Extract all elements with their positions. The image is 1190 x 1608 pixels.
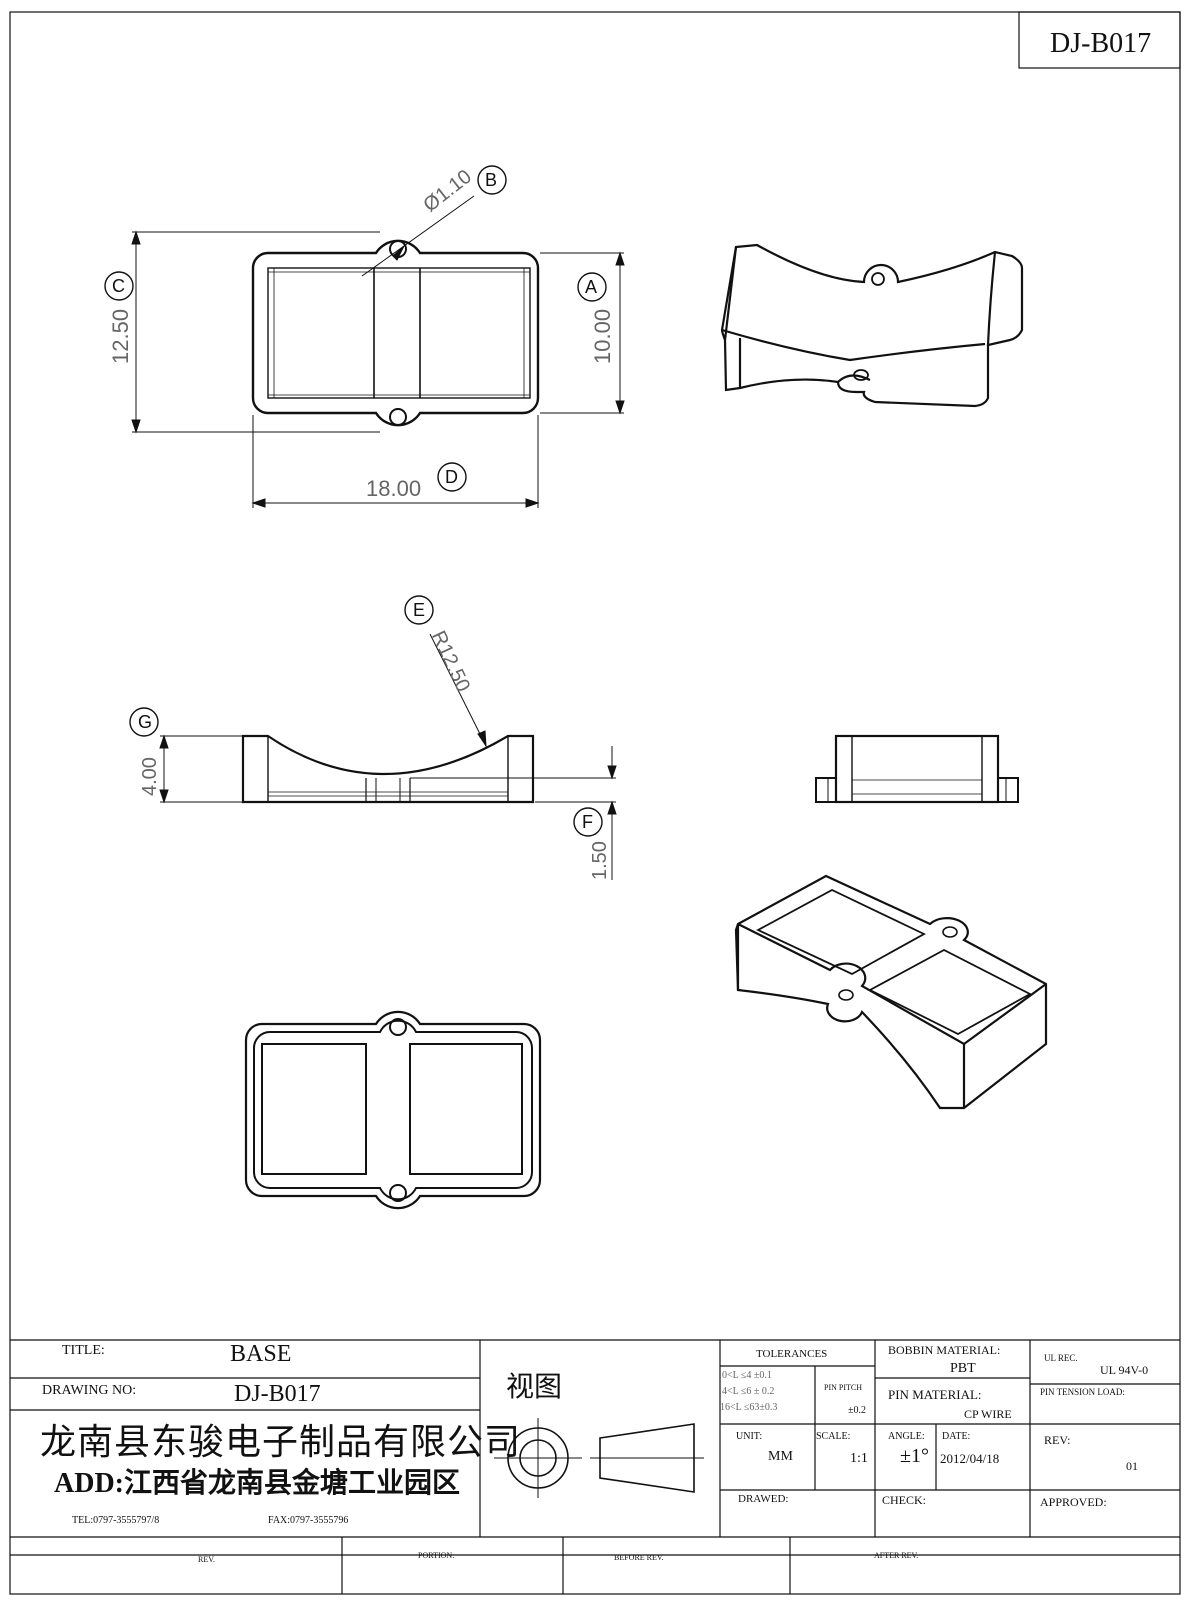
callout-circles xyxy=(104,165,607,837)
bobbin-material-value: PBT xyxy=(950,1361,976,1376)
after-rev-column: AFTER REV. xyxy=(874,1551,919,1560)
view-label: 视图 xyxy=(506,1372,563,1403)
rev-column: REV. xyxy=(198,1555,215,1564)
scale-label: SCALE: xyxy=(816,1431,851,1442)
pin-material-label: PIN MATERIAL: xyxy=(888,1387,982,1402)
drawing-number: DJ-B017 xyxy=(1050,28,1152,59)
dim-width-d: 18.00 xyxy=(366,476,422,501)
projection-symbol xyxy=(494,1418,704,1498)
callout-circle-d xyxy=(437,462,467,492)
approved-label: APPROVED: xyxy=(1040,1495,1107,1509)
callout-circle-g xyxy=(129,707,159,737)
bottom-view xyxy=(244,1010,542,1210)
callout-circle-b xyxy=(477,165,507,195)
pin-tension-label: PIN TENSION LOAD: xyxy=(1040,1387,1125,1397)
date-value: 2012/04/18 xyxy=(940,1451,1000,1466)
company-tel: TEL:0797-3555797/8 xyxy=(72,1515,160,1526)
callout-circle-e xyxy=(404,595,434,625)
side-view xyxy=(815,734,1019,804)
rev-value: 01 xyxy=(1126,1459,1138,1473)
page-border xyxy=(9,11,1181,1595)
pin-pitch-label: PIN PITCH xyxy=(824,1383,863,1392)
dimensions-front xyxy=(159,633,617,880)
angle-value: ±1° xyxy=(900,1445,929,1467)
tol-1: 0<L ≤4 ±0.1 xyxy=(722,1370,772,1381)
front-view xyxy=(241,734,535,804)
iso-view-1 xyxy=(720,243,1024,408)
callout-circle-a xyxy=(577,272,607,302)
unit-value: MM xyxy=(768,1449,793,1464)
drawed-label: DRAWED: xyxy=(738,1493,789,1505)
ul-rec-value: UL 94V-0 xyxy=(1100,1363,1149,1377)
iso-view-2 xyxy=(734,874,1048,1110)
tolerances-label: TOLERANCES xyxy=(756,1348,828,1360)
dim-height-g: 4.00 xyxy=(139,757,161,796)
callout-b: B xyxy=(485,170,498,190)
check-label: CHECK: xyxy=(882,1493,927,1507)
tol-2: 4<L ≤6 ± 0.2 xyxy=(722,1386,775,1397)
ul-rec-label: UL REC. xyxy=(1044,1353,1078,1363)
dim-height-c: 12.50 xyxy=(108,308,133,364)
pin-pitch-value: ±0.2 xyxy=(848,1405,866,1416)
tol-3: 16<L ≤63±0.3 xyxy=(720,1402,778,1413)
title-label: TITLE: xyxy=(62,1343,105,1358)
callout-a: A xyxy=(585,277,598,297)
rev-label: REV: xyxy=(1044,1433,1071,1447)
callout-d: D xyxy=(445,467,458,487)
before-rev-column: BEFORE REV. xyxy=(614,1553,664,1562)
dimensions-top xyxy=(131,195,625,508)
drawing-no-value: DJ-B017 xyxy=(234,1381,321,1407)
callout-circle-c xyxy=(104,271,134,301)
bobbin-material-label: BOBBIN MATERIAL: xyxy=(888,1343,1001,1357)
callout-e: E xyxy=(413,600,426,620)
title-block-grid xyxy=(10,1339,1180,1594)
date-label: DATE: xyxy=(942,1431,971,1442)
portion-column: PORTION. xyxy=(418,1551,455,1560)
top-view xyxy=(251,239,540,427)
drawing-no-label: DRAWING NO: xyxy=(42,1383,137,1398)
callout-circle-f xyxy=(573,807,603,837)
company-address: ADD:江西省龙南县金塘工业园区 xyxy=(54,1468,460,1499)
callout-c: C xyxy=(112,276,125,296)
unit-label: UNIT: xyxy=(736,1431,763,1442)
part-title: BASE xyxy=(230,1341,292,1367)
pin-material-value: CP WIRE xyxy=(964,1407,1012,1421)
angle-label: ANGLE: xyxy=(888,1431,925,1442)
company-fax: FAX:0797-3555796 xyxy=(268,1515,349,1526)
scale-value: 1:1 xyxy=(850,1451,868,1466)
callout-g: G xyxy=(138,712,153,732)
company-name: 龙南县东骏电子制品有限公司 xyxy=(40,1422,522,1462)
callout-f: F xyxy=(582,812,593,832)
dim-body-height-a: 10.00 xyxy=(590,308,615,364)
dim-base-f: 1.50 xyxy=(589,841,611,880)
drawing-number-box xyxy=(1018,11,1181,69)
